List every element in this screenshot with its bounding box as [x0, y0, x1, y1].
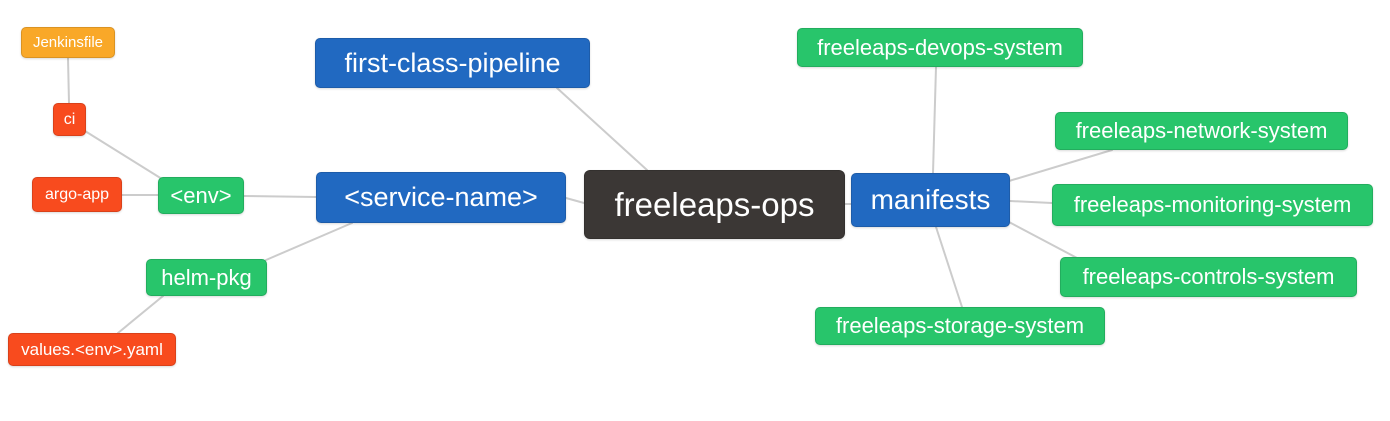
node-ci-label: ci [63, 110, 76, 128]
node-jenkinsfile[interactable]: Jenkinsfile [21, 27, 115, 58]
node-values-env-yaml-label: values.<env>.yaml [21, 339, 163, 359]
node-argo-app-label: argo-app [44, 185, 110, 203]
node-freeleaps-devops-system[interactable]: freeleaps-devops-system [797, 28, 1083, 67]
edge-manifests-storage [935, 226, 963, 308]
edge-ci-env [84, 130, 163, 180]
node-env[interactable]: <env> [158, 177, 244, 214]
edge-manifests-controls [1008, 221, 1078, 259]
edge-helm-pkg-values-yaml [117, 295, 164, 334]
node-freeleaps-controls-system-label: freeleaps-controls-system [1082, 264, 1335, 289]
node-argo-app[interactable]: argo-app [32, 177, 122, 212]
node-jenkinsfile-label: Jenkinsfile [32, 34, 104, 51]
node-values-env-yaml[interactable]: values.<env>.yaml [8, 333, 176, 366]
edge-manifests-monitoring [1009, 200, 1053, 204]
node-freeleaps-monitoring-system[interactable]: freeleaps-monitoring-system [1052, 184, 1373, 226]
edge-manifests-network [1008, 149, 1113, 182]
node-service-name-label: <service-name> [344, 182, 538, 212]
node-helm-pkg[interactable]: helm-pkg [146, 259, 267, 296]
node-first-class-pipeline[interactable]: first-class-pipeline [315, 38, 590, 88]
edge-manifests-devops [932, 66, 937, 174]
edge-env-service-name [243, 195, 317, 198]
node-freeleaps-ops[interactable]: freeleaps-ops [584, 170, 845, 239]
node-freeleaps-network-system-label: freeleaps-network-system [1075, 118, 1328, 143]
edge-service-name-freeleaps-ops [565, 197, 585, 204]
node-freeleaps-storage-system-label: freeleaps-storage-system [835, 313, 1085, 338]
node-freeleaps-network-system[interactable]: freeleaps-network-system [1055, 112, 1348, 150]
node-first-class-pipeline-label: first-class-pipeline [344, 47, 561, 78]
node-ci[interactable]: ci [53, 103, 86, 136]
node-manifests[interactable]: manifests [851, 173, 1010, 227]
edge-pipeline-freeleaps-ops [556, 87, 648, 171]
node-helm-pkg-label: helm-pkg [161, 264, 252, 290]
node-freeleaps-monitoring-system-label: freeleaps-monitoring-system [1073, 192, 1352, 217]
node-freeleaps-ops-label: freeleaps-ops [614, 185, 815, 223]
node-manifests-label: manifests [870, 184, 991, 215]
node-env-label: <env> [170, 182, 232, 208]
node-freeleaps-devops-system-label: freeleaps-devops-system [817, 34, 1063, 60]
edge-jenkinsfile-ci [67, 57, 70, 104]
node-freeleaps-storage-system[interactable]: freeleaps-storage-system [815, 307, 1105, 345]
node-service-name[interactable]: <service-name> [316, 172, 566, 223]
node-freeleaps-controls-system[interactable]: freeleaps-controls-system [1060, 257, 1357, 297]
edge-service-name-helm-pkg [265, 222, 353, 261]
